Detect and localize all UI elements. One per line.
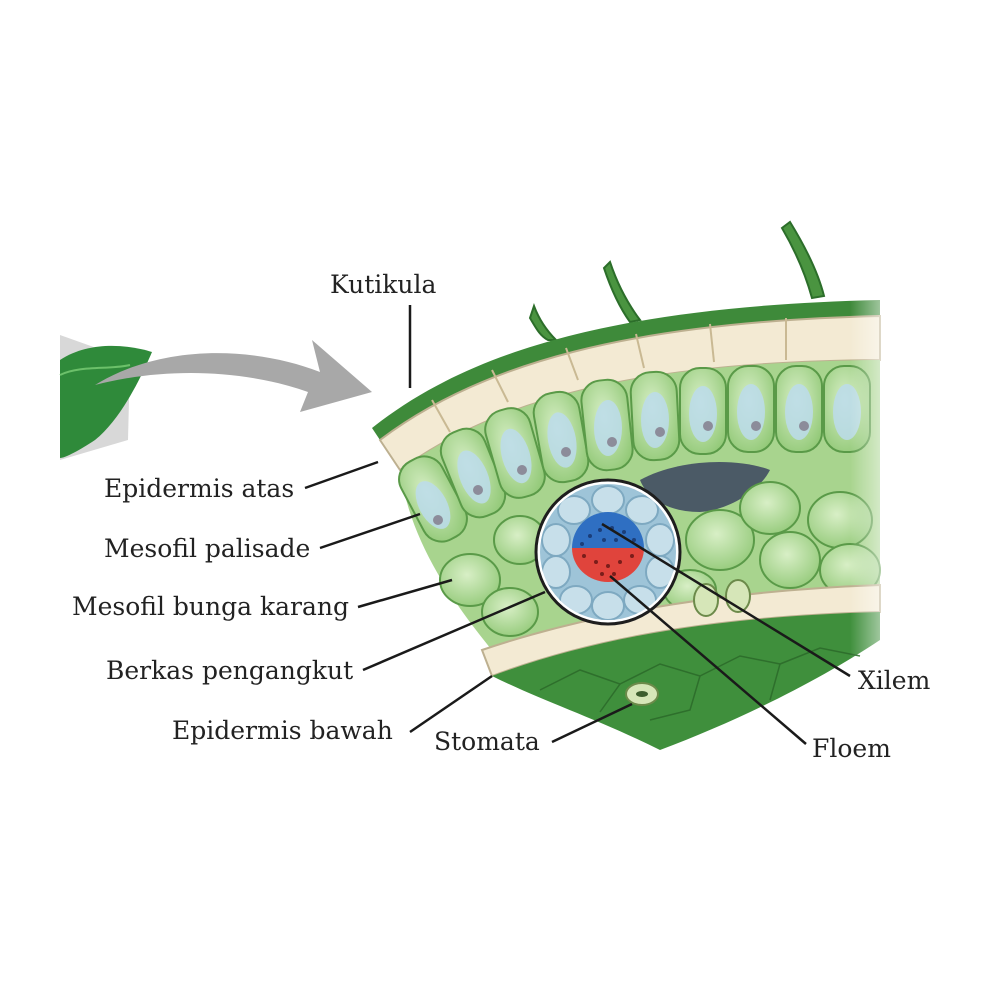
vascular-bundle — [534, 478, 682, 626]
leader-mesofil-palisade — [319, 512, 421, 550]
leader-epidermis-atas — [304, 460, 379, 490]
leader-berkas-pengangkut — [362, 590, 546, 672]
leader-floem — [609, 575, 807, 745]
label-epidermis-bawah: Epidermis bawah — [172, 716, 393, 745]
leader-stomata — [551, 702, 633, 744]
label-berkas-pengangkut: Berkas pengangkut — [106, 656, 354, 685]
leader-xilem — [601, 522, 851, 678]
cuticle-layer — [372, 300, 880, 440]
label-mesofil-bunga-karang: Mesofil bunga karang — [72, 592, 349, 621]
leaf-thumbnail — [59, 335, 152, 460]
air-space — [640, 461, 770, 512]
lower-leaf-surface — [492, 612, 880, 750]
zoom-arrow — [95, 340, 372, 412]
stomata-lower — [625, 682, 659, 706]
leader-mesofil-bunga-karang — [357, 578, 453, 609]
label-floem: Floem — [812, 734, 891, 763]
leader-lines — [304, 305, 851, 745]
label-xilem: Xilem — [858, 666, 931, 695]
label-kutikula: Kutikula — [330, 270, 437, 299]
label-stomata: Stomata — [434, 727, 540, 756]
label-mesofil-palisade: Mesofil palisade — [104, 534, 311, 563]
leader-epidermis-bawah — [409, 674, 493, 734]
label-epidermis-atas: Epidermis atas — [104, 474, 295, 503]
